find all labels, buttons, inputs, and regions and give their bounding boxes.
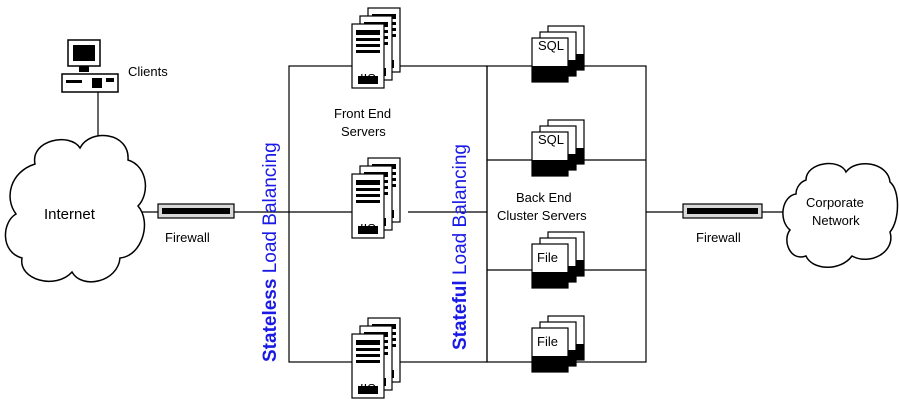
front-end-label-line1: Front End xyxy=(334,106,391,121)
iis-server-stack-bottom: IIS xyxy=(352,318,400,398)
stateless-load-balancing-label: Stateless Load Balancing xyxy=(260,142,281,362)
back-end-label-line2: Cluster Servers xyxy=(497,208,587,223)
clients-label: Clients xyxy=(128,64,168,79)
back-end-label-line1: Back End xyxy=(516,190,572,205)
client-computer-icon xyxy=(62,40,118,92)
sql-server-stack-1: SQL xyxy=(532,26,584,82)
sql-server-stack-2: SQL xyxy=(532,120,584,176)
file-server-stack-2: File xyxy=(532,316,584,372)
file-label-2: File xyxy=(537,334,558,349)
file-server-stack-1: File xyxy=(532,232,584,288)
stateful-bold-text: Stateful xyxy=(450,280,471,350)
stateless-rest-text: Load Balancing xyxy=(260,142,281,278)
firewall-left-icon xyxy=(158,204,234,218)
internet-label: Internet xyxy=(44,206,96,223)
front-end-label-line2: Servers xyxy=(341,124,386,139)
stateless-bold-text: Stateless xyxy=(260,279,281,362)
iis-server-stack-top: IIS xyxy=(352,8,400,88)
stateful-load-balancing-label: Stateful Load Balancing xyxy=(450,144,471,350)
sql-label-1: SQL xyxy=(538,38,564,53)
iis-label-bottom: IIS xyxy=(360,381,376,396)
stateful-rest-text: Load Balancing xyxy=(450,144,471,280)
iis-server-stack-middle: IIS xyxy=(352,158,400,238)
firewall-left-label: Firewall xyxy=(165,230,210,245)
firewall-right-label: Firewall xyxy=(696,230,741,245)
sql-label-2: SQL xyxy=(538,132,564,147)
iis-label-top: IIS xyxy=(360,71,376,86)
iis-label-middle: IIS xyxy=(360,221,376,236)
corporate-network-label-line1: Corporate xyxy=(806,195,864,210)
firewall-right-icon xyxy=(683,204,762,218)
file-label-1: File xyxy=(537,250,558,265)
corporate-network-label-line2: Network xyxy=(812,213,860,228)
